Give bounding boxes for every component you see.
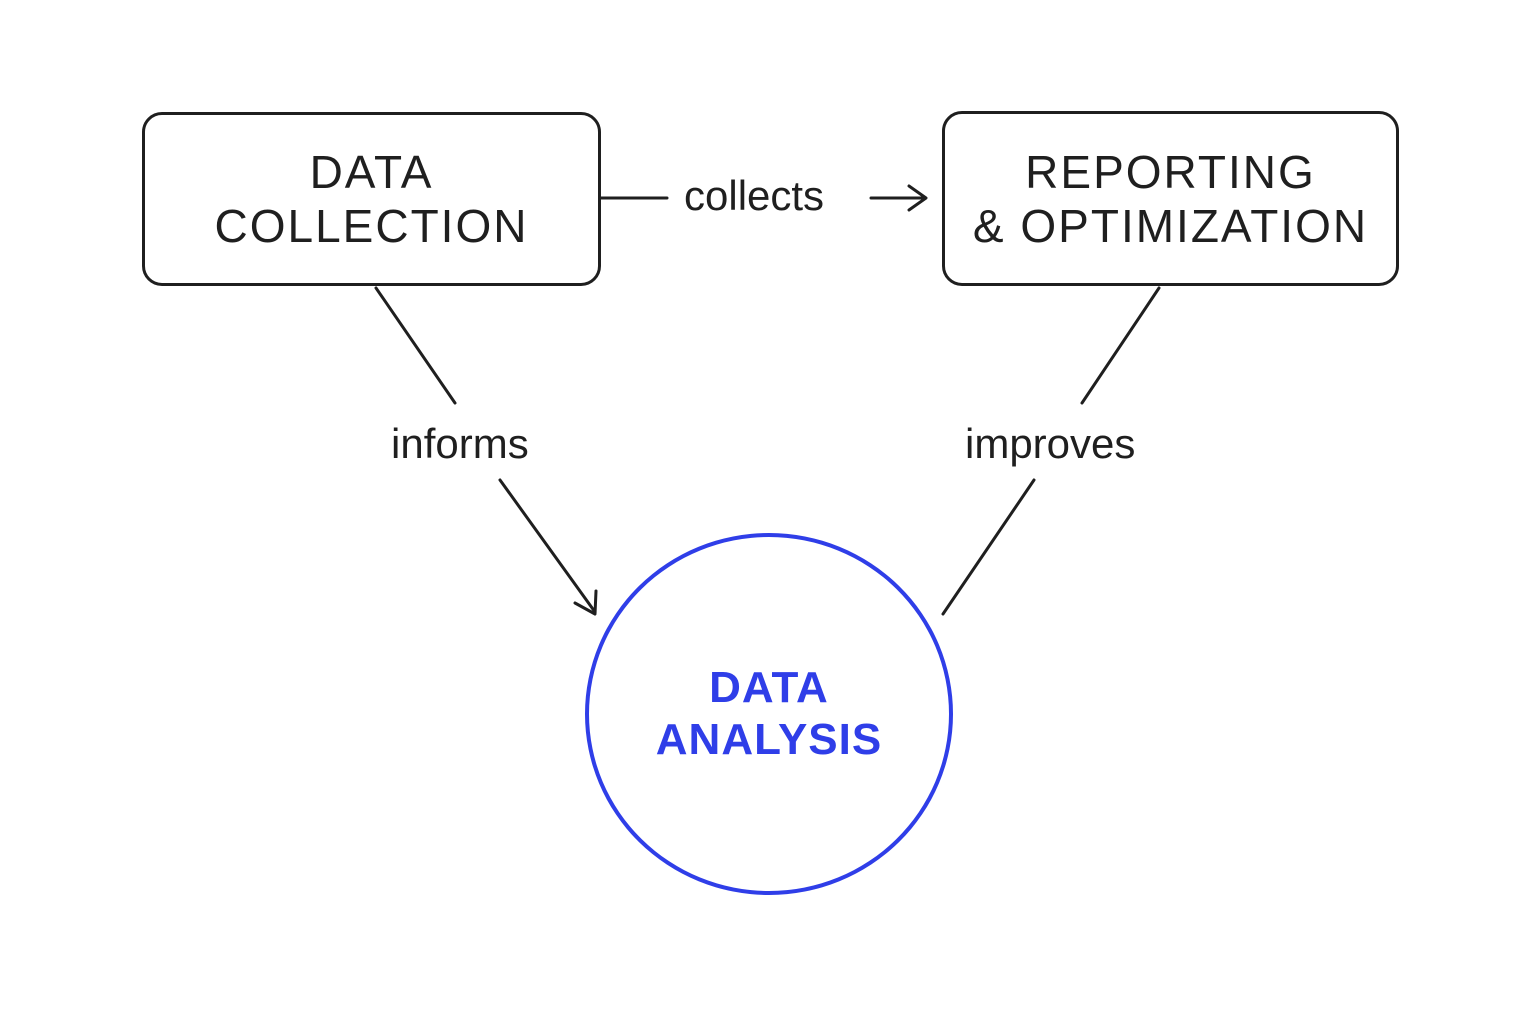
connector-informs-lower <box>498 478 597 614</box>
data-analysis-title-line-1: DATA <box>709 663 829 712</box>
arrowhead-collects <box>907 184 928 212</box>
reporting-optimization-node: REPORTING & OPTIMIZATION <box>942 111 1399 286</box>
data-collection-node: DATA COLLECTION <box>142 112 601 286</box>
arrowhead-informs <box>573 589 598 616</box>
data-collection-title-line-2: COLLECTION <box>214 200 529 252</box>
edge-label-informs: informs <box>391 420 529 468</box>
connector-informs-upper <box>374 286 457 405</box>
connector-improves-upper <box>1080 286 1161 405</box>
reporting-optimization-title-line-1: REPORTING <box>1025 145 1316 198</box>
edge-label-collects: collects <box>684 172 825 220</box>
connector-improves-lower <box>941 478 1036 616</box>
reporting-optimization-title-line-2: & OPTIMIZATION <box>972 199 1369 252</box>
data-collection-title-line-1: DATA <box>309 146 434 198</box>
data-analysis-node: DATA ANALYSIS <box>585 533 953 895</box>
edge-label-improves: improves <box>965 420 1136 468</box>
data-analysis-title-line-2: ANALYSIS <box>655 715 883 764</box>
